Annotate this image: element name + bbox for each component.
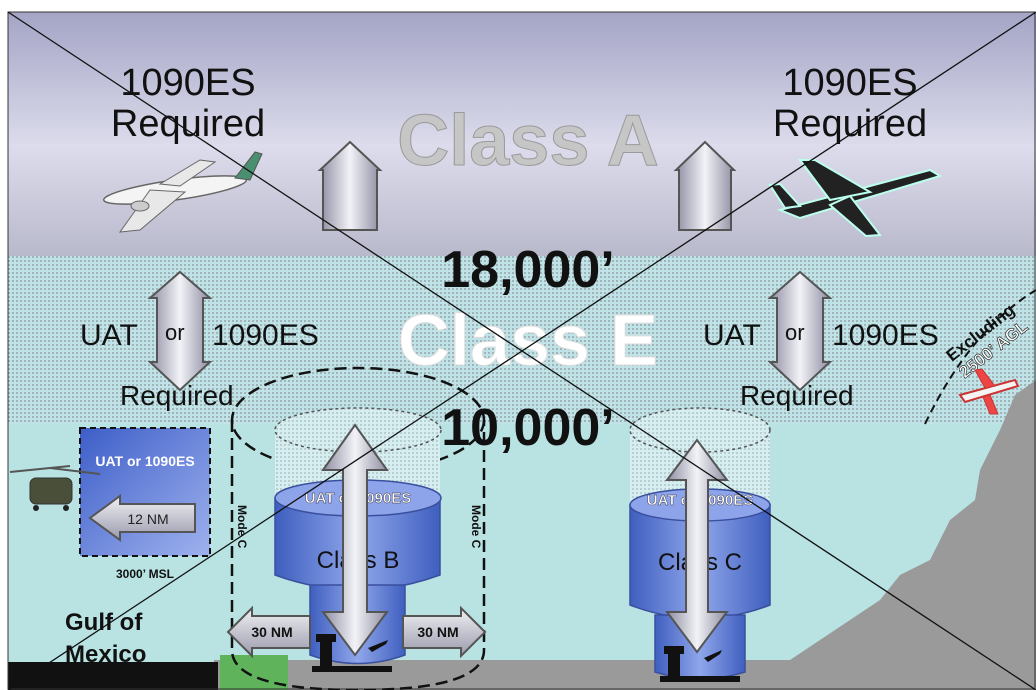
altitude-10000: 10,000’ <box>441 399 615 457</box>
gulf-label-line1: Gulf of <box>65 609 143 636</box>
left-required-e-label: Required <box>120 380 234 411</box>
updown-arrow-icon-right <box>767 270 833 392</box>
gulf-airspace-box <box>79 427 211 557</box>
left-required-label: Required <box>111 103 265 145</box>
right-required-label: Required <box>773 103 927 145</box>
helicopter-icon <box>9 465 101 511</box>
up-arrow-icon-left <box>317 140 383 231</box>
control-tower-icon-c <box>660 646 740 682</box>
right-1090es-label: 1090ES <box>782 62 917 104</box>
left-1090es-e-label: 1090ES <box>212 319 319 352</box>
agl-boundary <box>924 289 1036 425</box>
small-plane-icon <box>958 368 1020 415</box>
class-e-label: Class E <box>398 301 658 381</box>
left-arrow-icon <box>88 494 196 542</box>
mode-c-label-right: Mode C <box>469 505 483 549</box>
frame-border <box>7 11 1036 690</box>
updown-arrow-icon-class-b <box>321 423 389 657</box>
nm30-right-label: 30 NM <box>417 624 458 640</box>
gulf-label-line2: Mexico <box>65 641 146 668</box>
cross-line-2 <box>7 11 1036 690</box>
updown-arrow-icon-left <box>147 270 213 392</box>
gulf-box-msl: 3000’ MSL <box>116 567 174 581</box>
left-1090es-label: 1090ES <box>120 62 255 104</box>
left-uat-label: UAT <box>80 319 138 352</box>
right-arrow-icon-30nm <box>402 605 487 659</box>
land-mass <box>214 380 1036 690</box>
gulf-box-nm: 12 NM <box>127 511 168 527</box>
left-or-label: or <box>165 320 185 345</box>
mode-c-label-left: Mode C <box>235 505 249 549</box>
right-uat-label: UAT <box>703 319 761 352</box>
right-or-label: or <box>785 320 805 345</box>
nm30-left-label: 30 NM <box>251 624 292 640</box>
left-arrow-icon-30nm <box>226 605 311 659</box>
control-tower-icon-b <box>312 634 392 672</box>
class-a-label: Class A <box>397 101 658 181</box>
gulf-box-label: UAT or 1090ES <box>95 453 194 469</box>
right-required-e-label: Required <box>740 380 854 411</box>
altitude-18000: 18,000’ <box>441 241 615 299</box>
airliner-icon-left <box>102 151 263 233</box>
updown-arrow-icon-class-c <box>665 438 729 654</box>
mode-c-veil <box>230 420 486 690</box>
airliner-icon-right <box>768 159 943 238</box>
right-1090es-e-label: 1090ES <box>832 319 939 352</box>
up-arrow-icon-right <box>673 140 737 231</box>
